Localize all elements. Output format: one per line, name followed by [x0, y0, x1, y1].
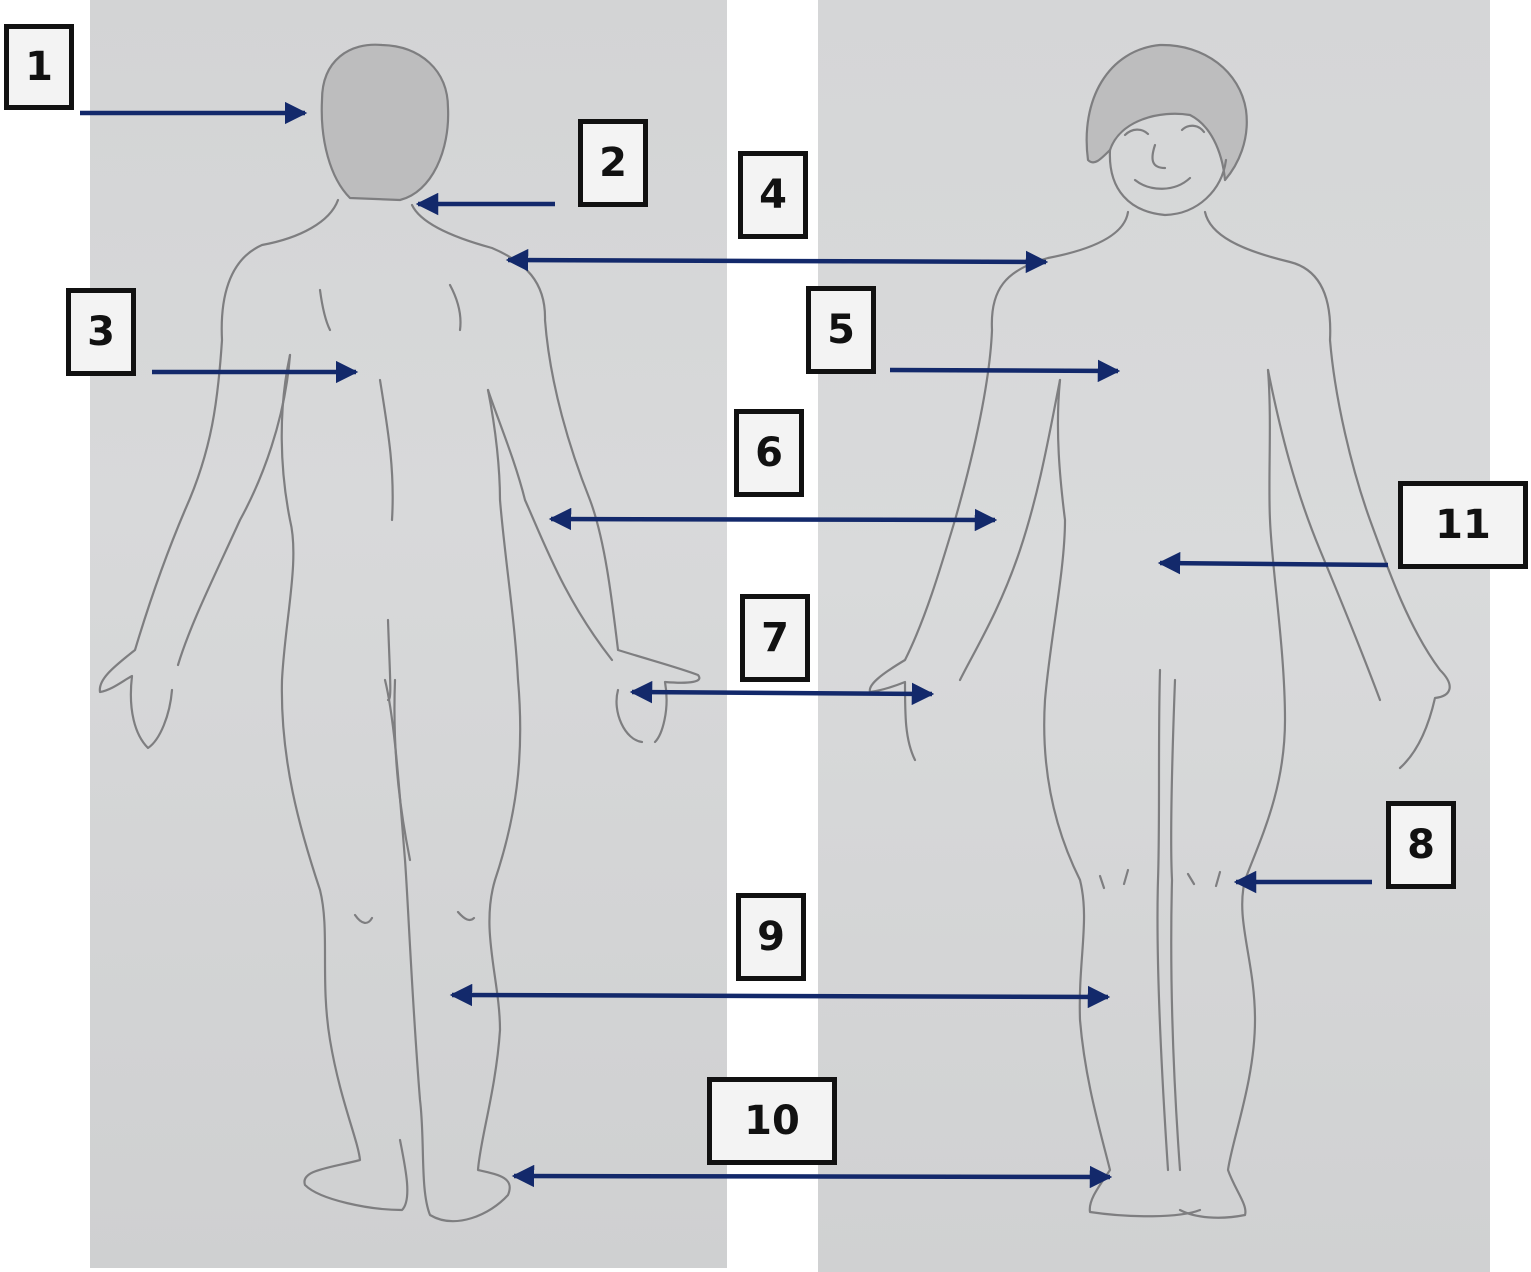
label-1: 1 — [4, 24, 74, 110]
label-7: 7 — [740, 594, 810, 682]
label-2: 2 — [578, 119, 648, 207]
arrow-7 — [632, 692, 932, 694]
label-10: 10 — [707, 1077, 837, 1165]
arrow-6 — [551, 519, 995, 520]
label-8: 8 — [1386, 801, 1456, 889]
back-view-figure — [100, 45, 700, 1221]
arrow-5 — [890, 370, 1118, 371]
label-9: 9 — [736, 893, 806, 981]
label-5: 5 — [806, 286, 876, 374]
front-view-figure — [870, 45, 1450, 1218]
label-3: 3 — [66, 288, 136, 376]
label-11: 11 — [1398, 481, 1528, 569]
arrow-11 — [1160, 563, 1388, 565]
back-hair — [322, 45, 448, 200]
label-4: 4 — [738, 151, 808, 239]
label-6: 6 — [734, 409, 804, 497]
front-face — [1110, 150, 1226, 215]
arrow-9 — [452, 995, 1108, 997]
arrows — [80, 113, 1388, 1177]
arrow-10 — [514, 1176, 1110, 1177]
arrow-4 — [508, 260, 1046, 262]
